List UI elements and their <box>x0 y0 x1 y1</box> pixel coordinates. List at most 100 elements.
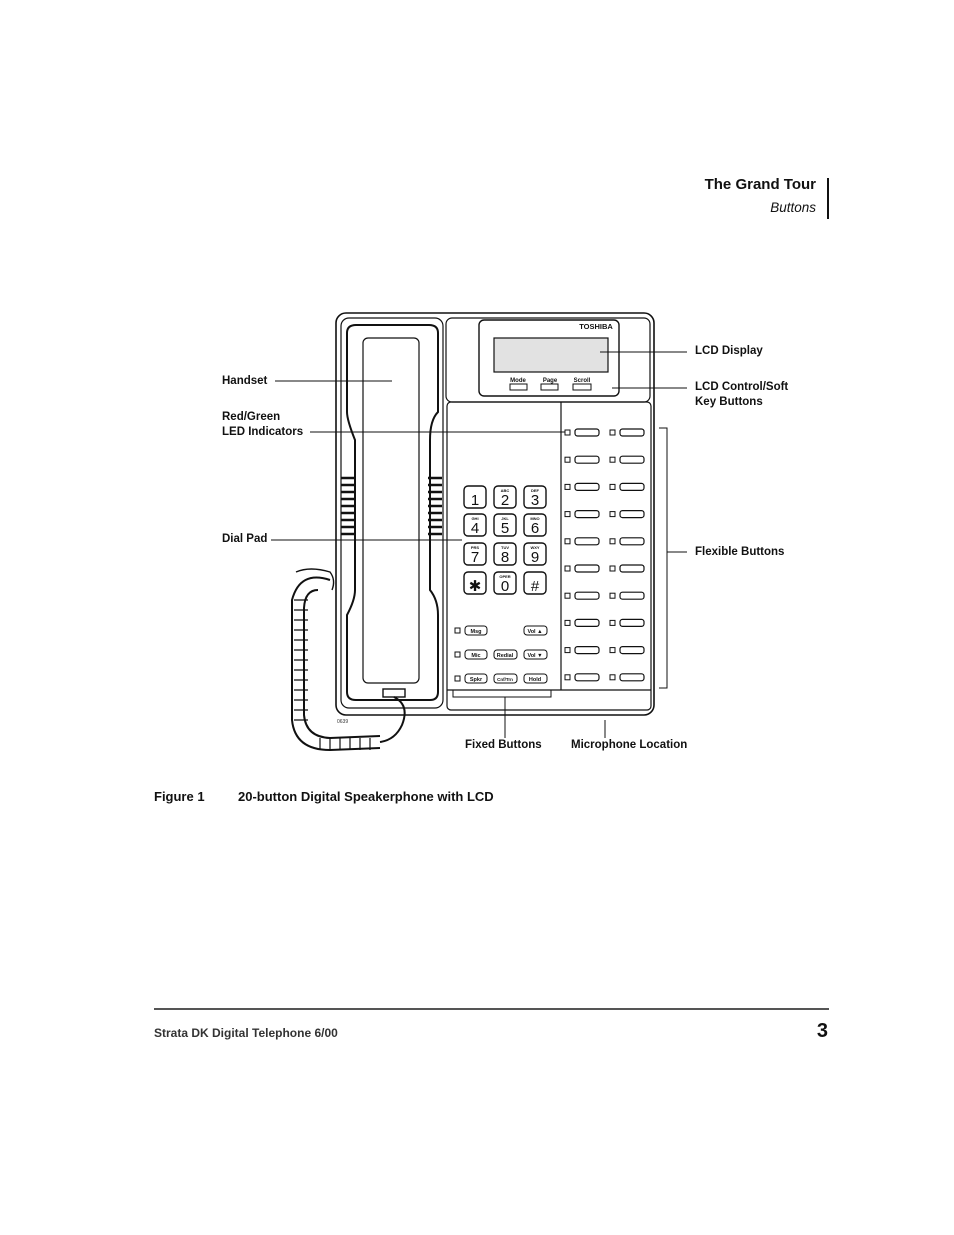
fixed-key-spkr: Spkr <box>470 677 483 683</box>
led-indicator <box>564 456 571 463</box>
dial-key-digit: ✱ <box>469 578 482 595</box>
dial-key[interactable] <box>523 513 547 537</box>
flexible-button[interactable] <box>574 537 600 546</box>
flexible-button[interactable] <box>574 618 600 628</box>
led-indicator <box>609 565 616 572</box>
dial-key-digit: 7 <box>471 549 479 566</box>
led-indicator <box>564 483 571 490</box>
dial-key-digit: # <box>531 578 540 595</box>
dial-key-digit: 1 <box>471 492 479 509</box>
dial-key-digit: 8 <box>501 549 509 566</box>
flexible-button[interactable] <box>574 645 600 655</box>
dial-key-letters: GHI <box>471 516 478 521</box>
lcd-display <box>493 337 609 373</box>
dial-key[interactable] <box>523 571 547 595</box>
figure-caption-label: Figure 1 <box>154 789 205 804</box>
softkey-scroll-label: Scroll <box>574 378 591 384</box>
led-indicator <box>609 592 616 599</box>
dial-key[interactable] <box>523 485 547 509</box>
dial-key[interactable] <box>493 485 517 509</box>
led-indicator <box>609 511 616 518</box>
callout-lcd-control-line2: Key Buttons <box>695 396 763 408</box>
fixed-key-msg: Msg <box>471 629 482 635</box>
phone-body <box>335 312 655 716</box>
dial-key-letters: WXY <box>530 545 539 550</box>
flexible-button[interactable] <box>574 482 600 491</box>
flexible-button[interactable] <box>574 455 600 464</box>
callout-leaders <box>271 351 687 738</box>
dial-key-letters: TUV <box>501 545 509 550</box>
flexible-button[interactable] <box>619 618 645 628</box>
handset-grille-right <box>428 476 442 536</box>
flexible-button-grid <box>564 428 645 682</box>
flexible-button[interactable] <box>574 673 600 682</box>
dial-key[interactable] <box>463 513 487 537</box>
footer-rule <box>154 1008 829 1010</box>
dial-key[interactable] <box>463 571 487 595</box>
dial-key[interactable] <box>463 542 487 566</box>
flexible-button[interactable] <box>574 591 600 600</box>
dial-key[interactable] <box>463 485 487 509</box>
fixed-key-cnftrn: Cnf/Trn <box>497 677 513 682</box>
coiled-cord <box>291 568 406 752</box>
softkey-mode-label: Mode <box>510 378 526 384</box>
fixed-key-mic: Mic <box>471 653 480 659</box>
flexible-button[interactable] <box>619 482 645 491</box>
led-indicator <box>609 619 616 626</box>
fixed-key-hold: Hold <box>529 677 541 683</box>
led-indicator <box>564 647 571 654</box>
dial-key-digit: 2 <box>501 492 509 509</box>
dial-key-letters: MNO <box>530 516 539 521</box>
led-indicator <box>609 538 616 545</box>
callout-flexible-buttons: Flexible Buttons <box>695 546 785 558</box>
callout-led-line2: LED Indicators <box>222 426 304 438</box>
flexible-button[interactable] <box>574 564 600 573</box>
callout-lcd-control-line1: LCD Control/Soft <box>695 381 789 393</box>
flexible-button[interactable] <box>619 428 645 437</box>
callout-led-line1: Red/Green <box>222 411 281 423</box>
flexible-button[interactable] <box>619 645 645 655</box>
fixed-buttons <box>454 625 548 684</box>
led-indicator <box>564 619 571 626</box>
callout-led-indicators: Red/Green LED Indicators <box>222 410 303 440</box>
flexible-button[interactable] <box>619 673 645 682</box>
dial-key[interactable] <box>493 513 517 537</box>
flexible-button[interactable] <box>619 455 645 464</box>
dial-key-digit: 9 <box>531 549 539 566</box>
dial-key[interactable] <box>523 542 547 566</box>
figure-caption-text: 20-button Digital Speakerphone with LCD <box>238 789 494 804</box>
dial-key[interactable] <box>493 542 517 566</box>
flexible-button[interactable] <box>619 564 645 573</box>
dial-key-letters: ABC <box>501 488 510 493</box>
led-indicator <box>564 565 571 572</box>
flexible-button[interactable] <box>574 510 600 519</box>
brand-logo: TOSHIBA <box>579 322 613 331</box>
led-indicator <box>609 456 616 463</box>
page-number: 3 <box>816 1020 828 1042</box>
led-indicator <box>609 483 616 490</box>
led-indicator <box>564 538 571 545</box>
figure-code: 0639 <box>337 719 348 725</box>
led-indicator <box>609 647 616 654</box>
handset <box>346 324 439 701</box>
callout-microphone-location: Microphone Location <box>571 739 688 751</box>
flexible-button[interactable] <box>574 428 600 437</box>
flexible-button[interactable] <box>619 537 645 546</box>
fixed-key-vol-up: Vol ▲ <box>527 629 542 635</box>
led-indicator <box>564 674 571 681</box>
dial-key-letters: OPER <box>499 574 510 579</box>
handset-grille-left <box>341 476 355 536</box>
led-indicator <box>564 592 571 599</box>
section-title: The Grand Tour <box>704 176 816 193</box>
callout-dial-pad: Dial Pad <box>222 533 268 545</box>
fixed-key-vol-down: Vol ▼ <box>527 653 542 659</box>
dial-key[interactable] <box>493 571 517 595</box>
callout-handset: Handset <box>222 375 268 387</box>
dial-key-digit: 0 <box>501 578 509 595</box>
dial-key-digit: 5 <box>501 520 509 537</box>
flexible-button[interactable] <box>619 510 645 519</box>
dial-key-digit: 4 <box>471 520 479 537</box>
flexible-button[interactable] <box>619 591 645 600</box>
